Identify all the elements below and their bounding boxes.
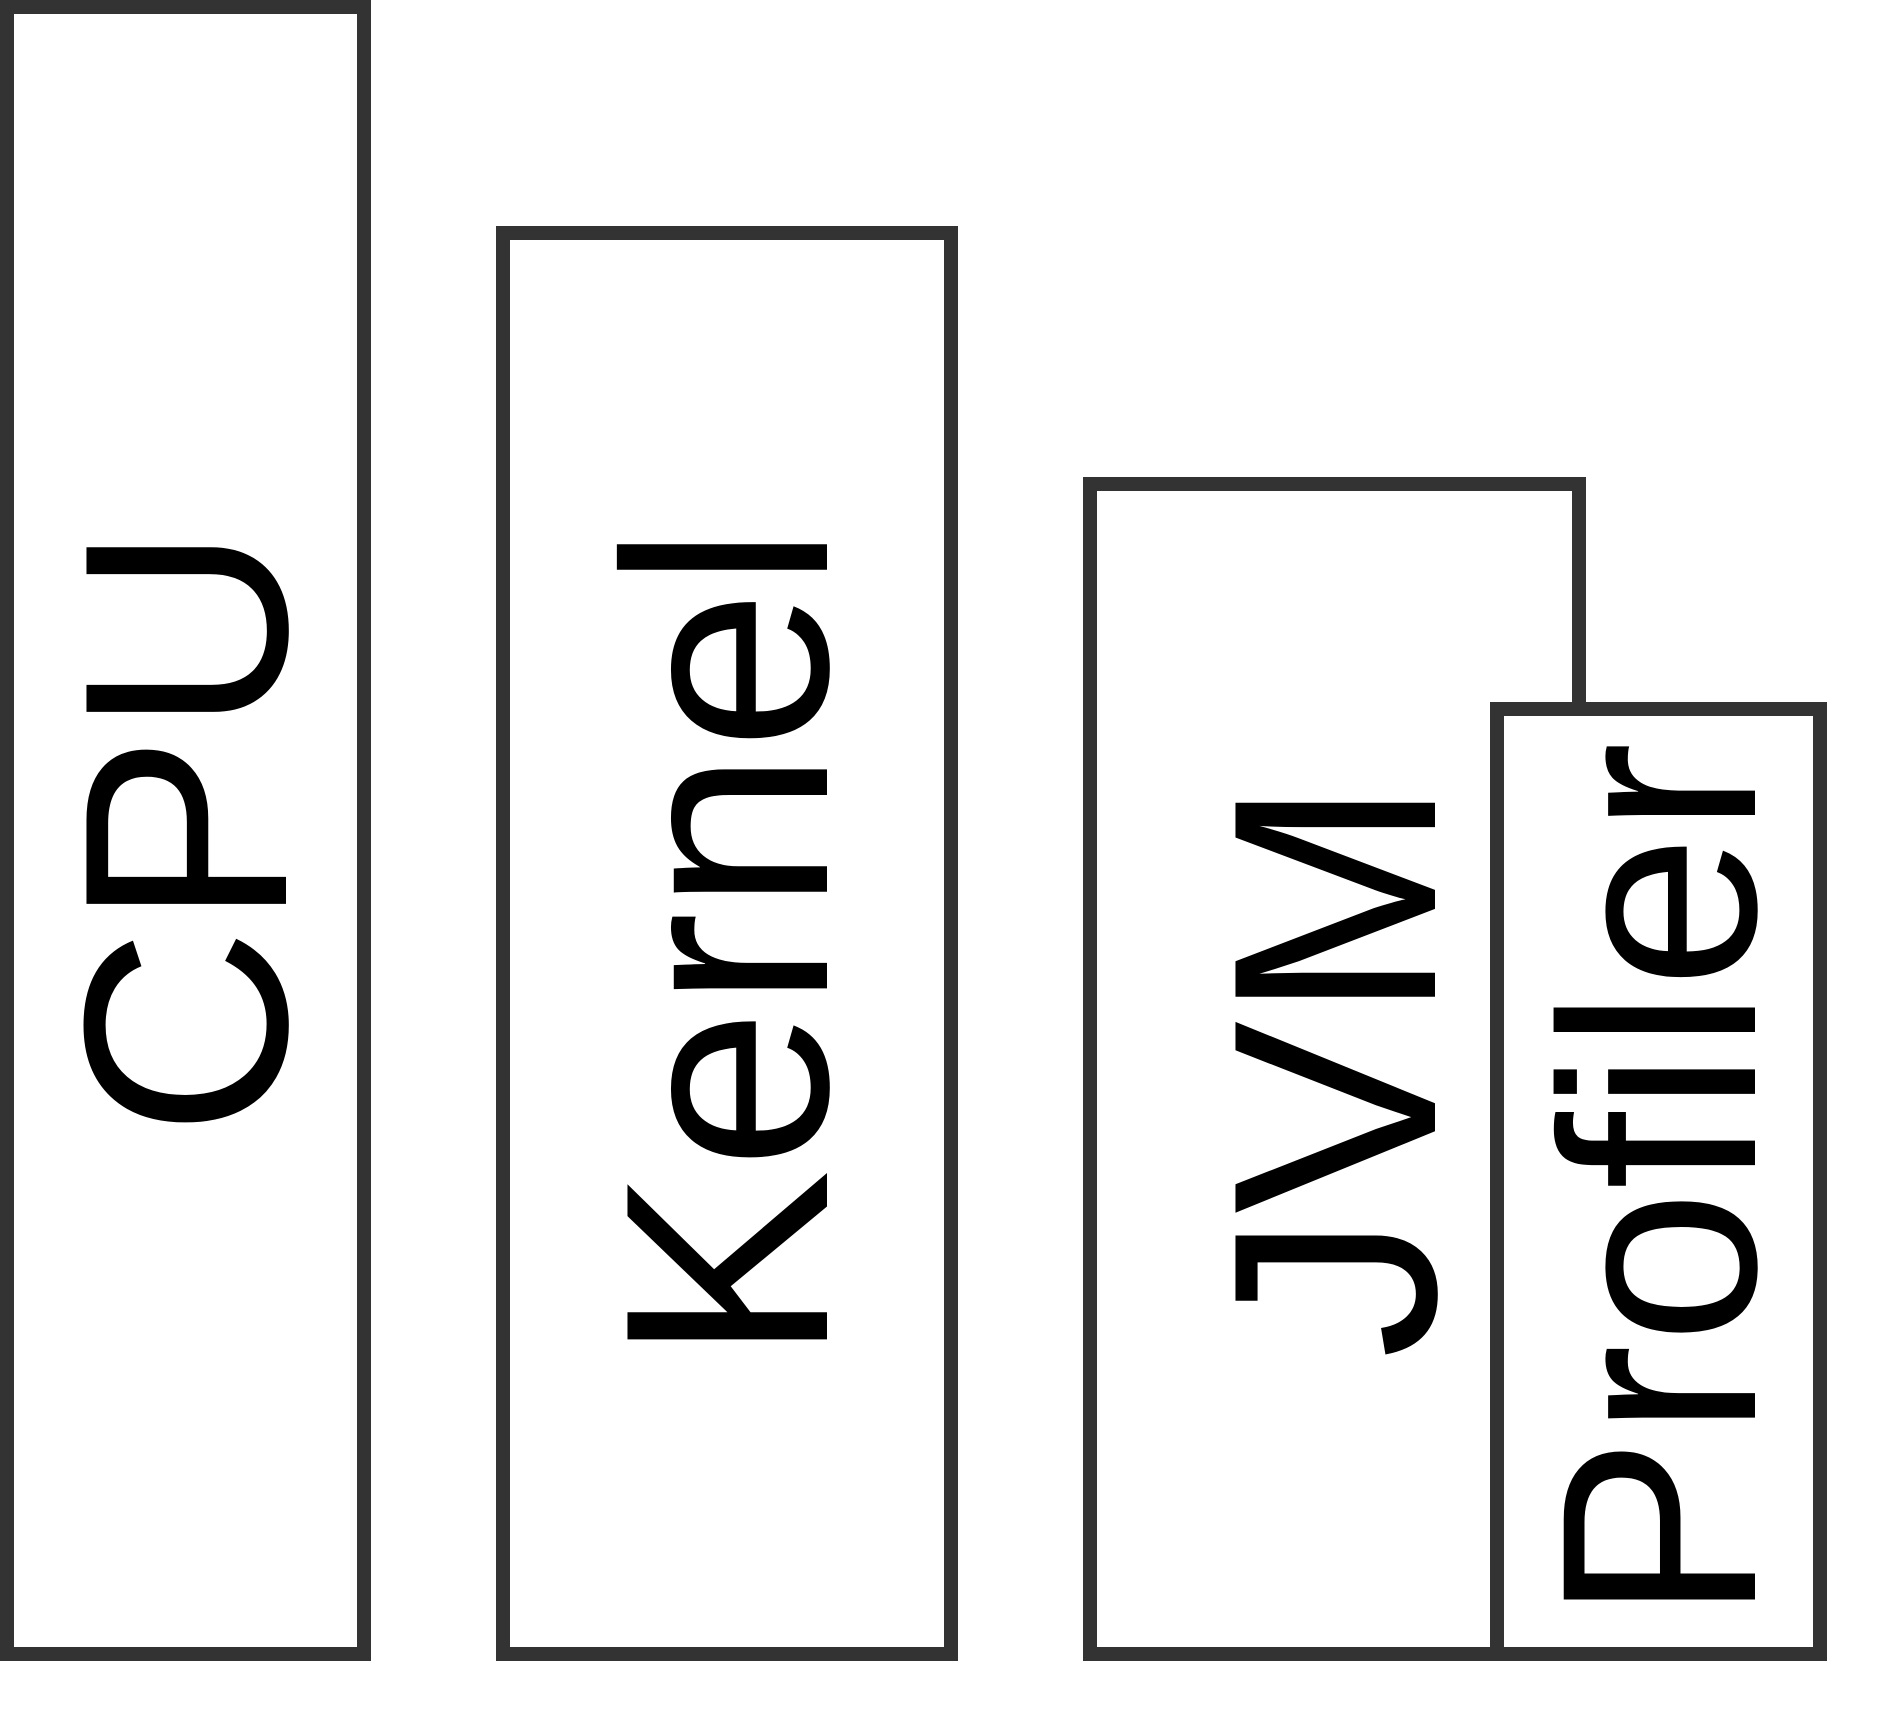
cpu-label: CPU xyxy=(23,524,348,1137)
kernel-block: Kernel xyxy=(496,226,958,1661)
cpu-block: CPU xyxy=(0,0,371,1661)
kernel-label: Kernel xyxy=(565,524,889,1363)
profiler-block: Profiler xyxy=(1490,702,1827,1661)
jvm-label: JVM xyxy=(1172,779,1497,1359)
profiler-label: Profiler xyxy=(1502,741,1814,1622)
